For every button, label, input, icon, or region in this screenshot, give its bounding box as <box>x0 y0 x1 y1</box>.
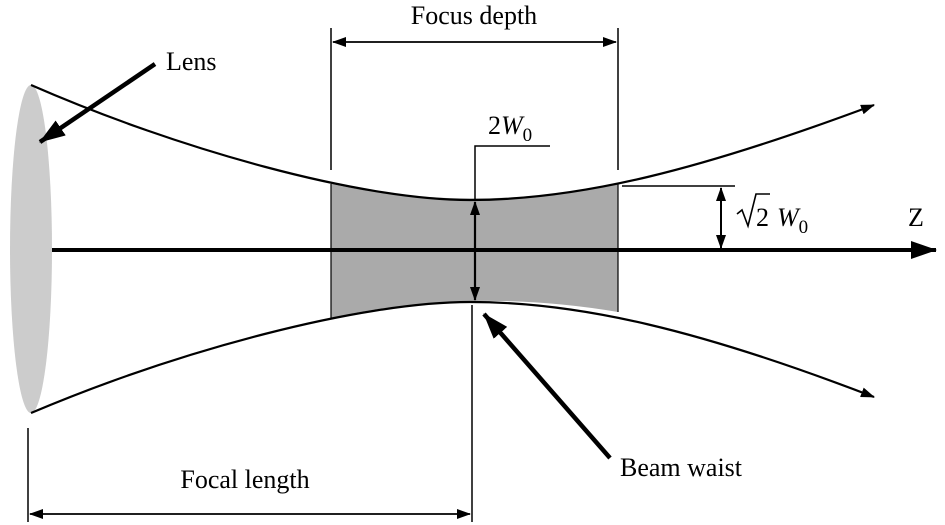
svg-text:2W0: 2W0 <box>756 203 808 238</box>
beam-lower-envelope <box>30 300 875 415</box>
focal-length-label: Focal length <box>180 465 309 494</box>
beam-waist-pointer-arrow <box>482 312 612 460</box>
waist-diameter-leader <box>474 145 550 200</box>
lens-label: Lens <box>166 47 217 76</box>
waist-diameter-label: 2W0 <box>488 111 532 146</box>
sqrt-icon <box>736 193 770 229</box>
beam-waist-label: Beam waist <box>620 453 743 482</box>
lens-pointer-arrow <box>38 62 157 144</box>
beam-upper-envelope <box>30 83 875 202</box>
z-axis-label: Z <box>908 203 924 232</box>
lens-shape <box>10 85 52 413</box>
focus-depth-label: Focus depth <box>411 1 537 30</box>
